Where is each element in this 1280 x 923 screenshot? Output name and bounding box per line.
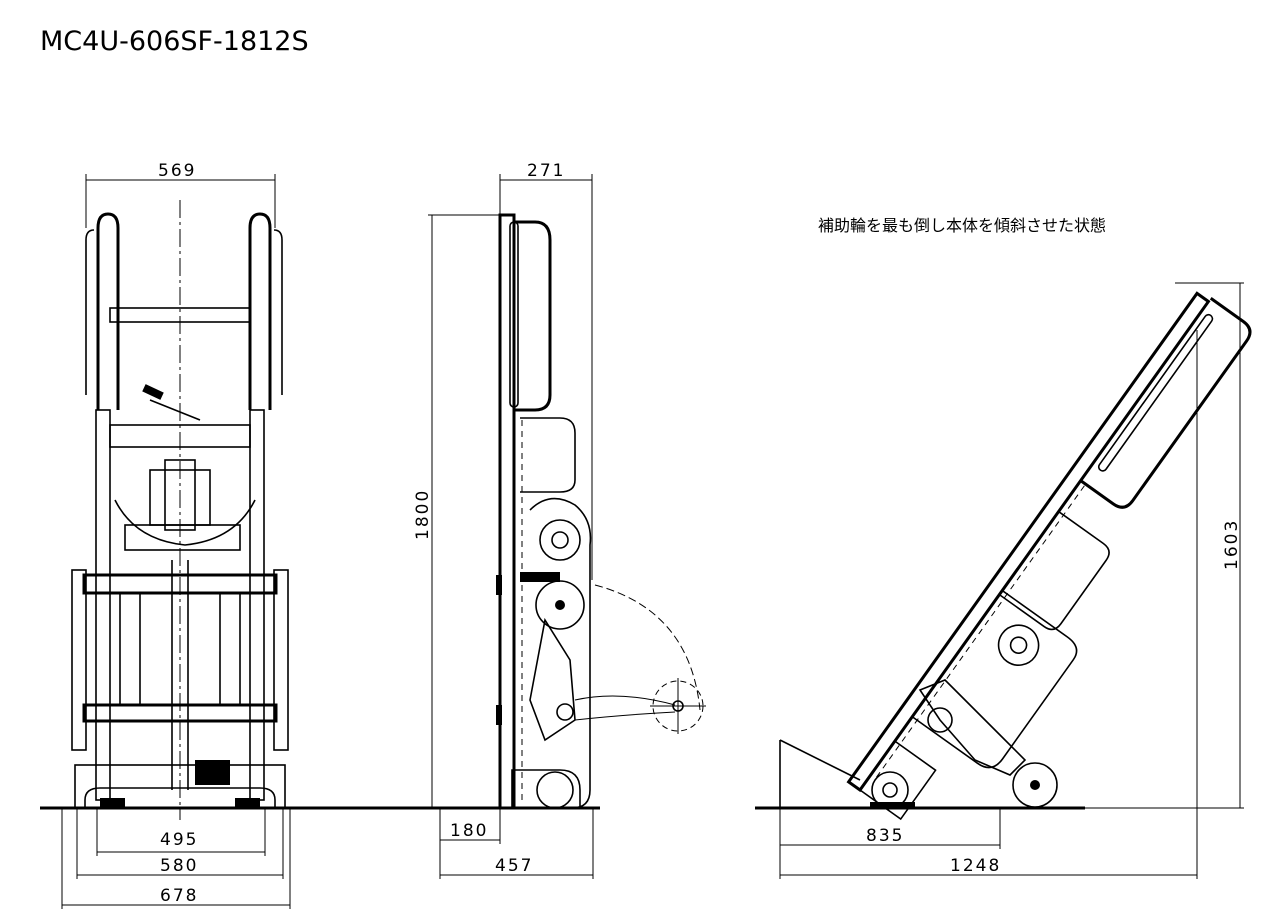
dim-height: 1800 [413, 489, 433, 540]
dim-depth: 271 [527, 161, 565, 181]
drawing-title: MC4U-606SF-1812S [40, 26, 309, 57]
dim-inner-base: 495 [160, 830, 198, 850]
front-view [71, 200, 289, 820]
dim-top-width: 569 [158, 161, 196, 181]
front-dimensions: 569 495 580 678 [61, 161, 291, 909]
tilted-view [779, 291, 1252, 821]
dim-length: 1248 [950, 856, 1001, 876]
dim-offset: 180 [450, 821, 488, 841]
dim-overall-width: 678 [160, 886, 198, 906]
tilted-view-caption: 補助輪を最も倒し本体を傾斜させた状態 [818, 216, 1107, 235]
dim-tilted-height: 1603 [1222, 519, 1242, 570]
tilted-dimensions: 835 1248 1603 [779, 282, 1244, 879]
dim-overall-depth: 457 [495, 856, 533, 876]
side-dimensions: 271 1800 180 457 [413, 161, 594, 879]
dim-base: 580 [160, 856, 198, 876]
side-view [496, 213, 706, 810]
dim-wheel-span: 835 [866, 826, 904, 846]
